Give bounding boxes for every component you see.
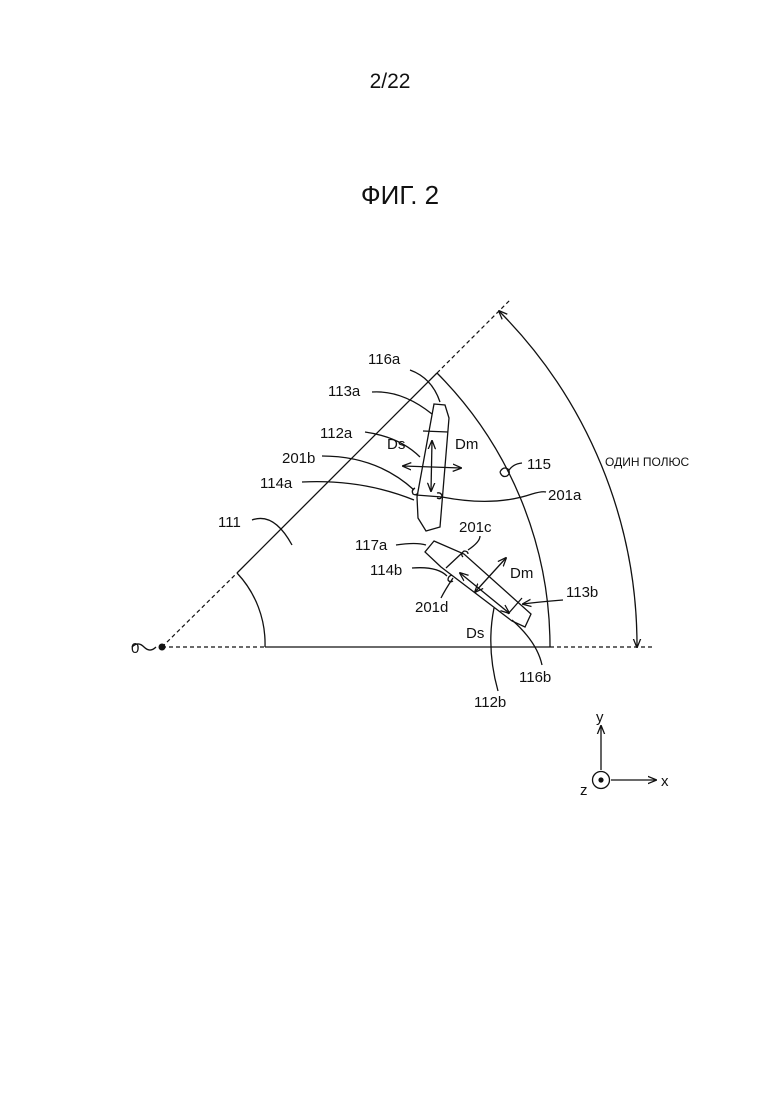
label-116a: 116a [368,351,401,368]
pole-boundary-dashed-outer [437,299,511,373]
label-ds-b: Ds [466,625,484,642]
pole-boundary-dashed-inner [162,573,237,647]
label-117a: 117a [355,537,388,554]
label-one-pole: ОДИН ПОЛЮС [605,455,690,469]
magnet-a-lower-boundary [416,495,442,497]
label-113b: 113b [566,584,598,601]
leader-116b [512,620,542,665]
leader-201d [441,578,453,598]
magnet-a-length-arrow [431,441,432,491]
label-114b: 114b [370,562,402,579]
label-112a: 112a [320,425,353,442]
label-dm-b: Dm [510,565,533,582]
leader-201c [468,536,480,550]
z-axis-dot [598,777,603,782]
label-114a: 114a [260,475,293,492]
leader-111 [252,518,292,545]
axis-label-x: x [661,773,669,790]
angle-arc [237,573,265,647]
magnet-b-length-arrow [460,573,509,613]
label-dm-a: Dm [455,436,478,453]
origin-point [159,644,166,651]
label-ds-a: Ds [387,436,405,453]
axis-label-y: y [596,709,604,726]
curl-201a [437,493,442,499]
leader-117a [396,544,426,546]
label-113a: 113a [328,383,361,400]
label-112b: 112b [474,694,506,711]
magnet-b-left-boundary [446,553,462,568]
magnet-a-upper-boundary [423,431,448,432]
sector-upper-edge [237,373,437,573]
leader-115 [508,463,522,472]
leader-113a [372,392,432,414]
label-201a: 201a [548,487,582,504]
leader-112b [491,608,498,691]
axis-label-z: z [580,782,588,799]
leader-114b [412,568,447,576]
label-111: 111 [218,514,241,531]
coordinate-axes: y x z [580,709,669,799]
label-origin: 0 [131,640,139,657]
leader-113b [523,600,563,604]
outer-circumference-arc [437,373,550,647]
label-116b: 116b [519,669,551,686]
leader-201b [322,456,414,490]
label-201b: 201b [282,450,315,467]
leader-201a [442,492,546,502]
label-201c: 201c [459,519,492,536]
label-115: 115 [527,456,551,473]
label-201d: 201d [415,599,448,616]
